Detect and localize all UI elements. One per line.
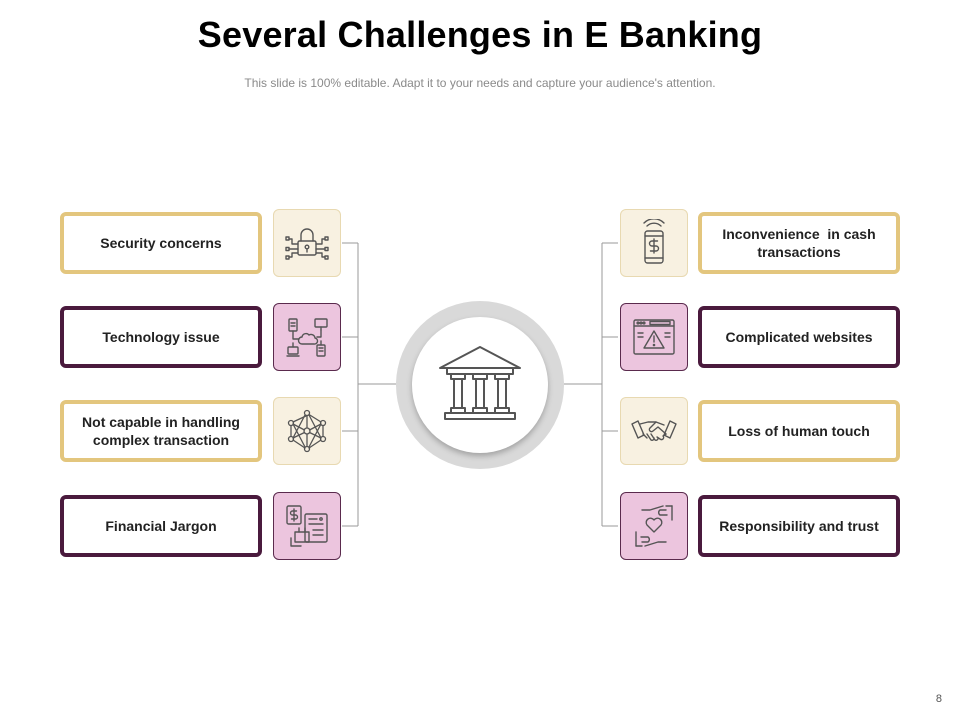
tile-websites bbox=[620, 303, 688, 371]
tile-jargon bbox=[273, 492, 341, 560]
tile-technology bbox=[273, 303, 341, 371]
handshake-icon bbox=[631, 420, 677, 441]
challenge-human-touch: Loss of human touch bbox=[698, 400, 900, 462]
challenge-technology-issue: Technology issue bbox=[60, 306, 262, 368]
challenge-label: Security concerns bbox=[100, 235, 222, 251]
challenge-responsibility-trust: Responsibility and trust bbox=[698, 495, 900, 557]
challenge-label: Technology issue bbox=[102, 329, 220, 345]
tile-trust bbox=[620, 492, 688, 560]
challenge-security-concerns: Security concerns bbox=[60, 212, 262, 274]
bank-icon bbox=[439, 346, 521, 420]
challenge-financial-jargon: Financial Jargon bbox=[60, 495, 262, 557]
dollar-document-icon bbox=[286, 505, 328, 547]
challenge-label: Inconvenience in cash transactions bbox=[722, 226, 880, 260]
challenge-cash-transactions: Inconvenience in cash transactions bbox=[698, 212, 900, 274]
tile-cash bbox=[620, 209, 688, 277]
tile-human bbox=[620, 397, 688, 465]
network-devices-icon bbox=[286, 318, 328, 357]
mobile-payment-icon bbox=[643, 219, 665, 264]
hands-heart-icon bbox=[635, 505, 673, 547]
padlock-circuit-icon bbox=[285, 228, 329, 260]
slide-subtitle: This slide is 100% editable. Adapt it to… bbox=[244, 76, 716, 90]
center-circle bbox=[412, 317, 548, 453]
challenge-complicated-websites: Complicated websites bbox=[698, 306, 900, 368]
network-nodes-icon bbox=[287, 409, 327, 453]
challenge-label: Loss of human touch bbox=[728, 423, 870, 439]
tile-security bbox=[273, 209, 341, 277]
challenge-label: Complicated websites bbox=[725, 329, 873, 345]
slide-title: Several Challenges in E Banking bbox=[197, 14, 763, 55]
challenge-label: Responsibility and trust bbox=[719, 518, 879, 534]
challenge-label: Not capable in handling complex transact… bbox=[82, 414, 240, 448]
page-number: 8 bbox=[935, 693, 942, 705]
tile-complex bbox=[273, 397, 341, 465]
challenge-label: Financial Jargon bbox=[105, 518, 217, 534]
challenge-complex-transaction: Not capable in handling complex transact… bbox=[60, 400, 262, 462]
website-warning-icon bbox=[633, 319, 675, 355]
